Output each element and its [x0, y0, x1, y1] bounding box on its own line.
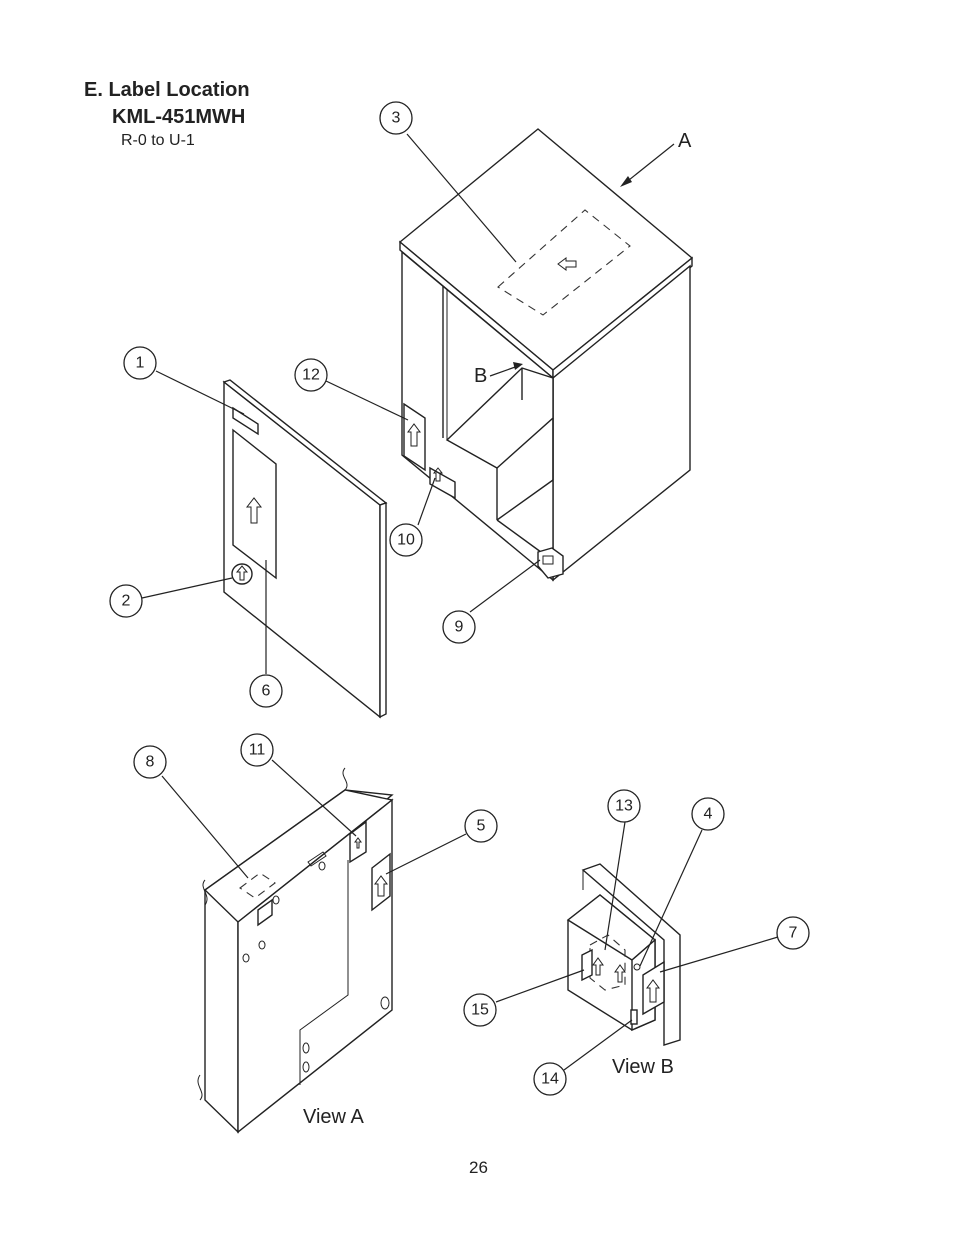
- cabinet-drawing: [398, 128, 694, 582]
- callout-14: 14: [533, 1062, 567, 1096]
- page-number: 26: [469, 1158, 488, 1177]
- svg-text:2: 2: [122, 593, 131, 610]
- callout-9: 9: [442, 610, 476, 644]
- view-a-drawing: [197, 767, 394, 1134]
- callout-4: 4: [691, 797, 725, 831]
- callout-13: 13: [607, 789, 641, 823]
- view-a-label: View A: [303, 1106, 364, 1128]
- view-a-marker: A: [678, 130, 692, 152]
- svg-text:6: 6: [262, 683, 271, 700]
- leader-lines: [141, 133, 779, 1071]
- callout-12: 12: [294, 358, 328, 392]
- model-number: KML-451MWH: [112, 106, 246, 128]
- svg-text:8: 8: [146, 754, 155, 771]
- svg-text:10: 10: [397, 532, 415, 549]
- serial-range: R-0 to U-1: [121, 132, 195, 149]
- view-b-drawing: [566, 863, 681, 1046]
- section-title: E. Label Location: [84, 79, 250, 101]
- view-b-marker: B: [474, 365, 487, 387]
- callout-10: 10: [389, 523, 423, 557]
- callout-11: 11: [240, 733, 274, 767]
- svg-text:3: 3: [392, 110, 401, 127]
- svg-text:11: 11: [249, 742, 266, 759]
- callout-7: 7: [776, 916, 810, 950]
- svg-text:12: 12: [302, 367, 320, 384]
- svg-text:7: 7: [789, 925, 798, 942]
- callout-1: 1: [123, 346, 157, 380]
- callout-3: 3: [379, 101, 413, 135]
- view-b-label: View B: [612, 1056, 674, 1078]
- svg-text:15: 15: [471, 1002, 489, 1019]
- callout-8: 8: [133, 745, 167, 779]
- callout-6: 6: [249, 674, 283, 708]
- svg-text:9: 9: [455, 619, 464, 636]
- front-panel-drawing: [222, 379, 388, 719]
- callout-5: 5: [464, 809, 498, 843]
- svg-text:5: 5: [477, 818, 486, 835]
- svg-text:4: 4: [704, 806, 713, 823]
- svg-text:14: 14: [541, 1071, 559, 1088]
- callout-15: 15: [463, 993, 497, 1027]
- callout-2: 2: [109, 584, 143, 618]
- svg-text:1: 1: [136, 355, 145, 372]
- svg-text:13: 13: [615, 798, 633, 815]
